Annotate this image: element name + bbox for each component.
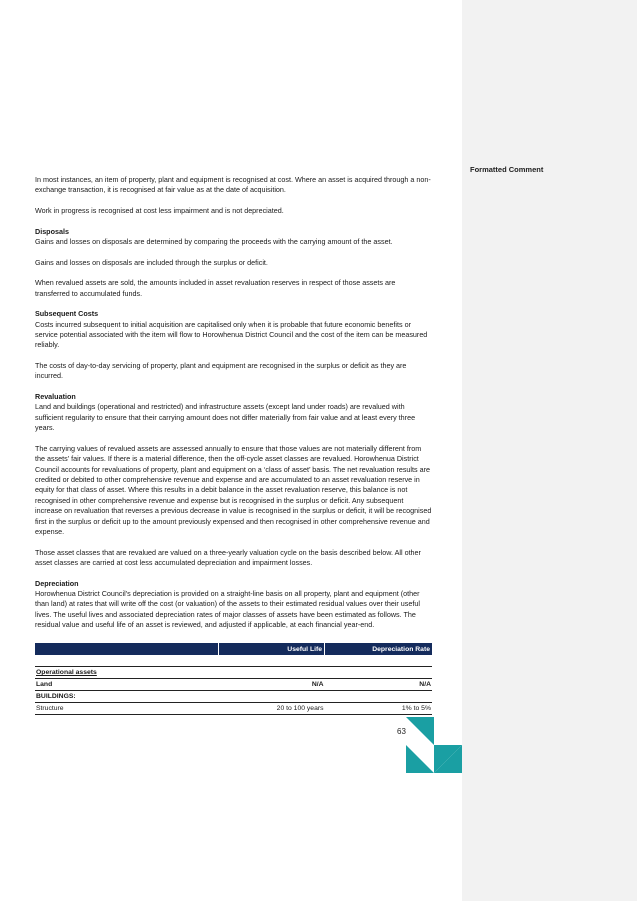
heading-subsequent-costs: Subsequent Costs [35, 309, 99, 319]
paragraph: Horowhenua District Council’s depreciati… [35, 589, 420, 630]
paragraph: Gains and losses on disposals are determ… [35, 237, 393, 246]
heading-revaluation: Revaluation [35, 392, 76, 401]
document-body: In most instances, an item of property, … [35, 175, 432, 641]
paragraph: Costs incurred subsequent to initial acq… [35, 319, 428, 350]
logo-triangle [434, 745, 462, 773]
paragraph: Work in progress is recognised at cost l… [35, 206, 284, 215]
row-depreciation-rate: N/A [324, 678, 432, 691]
section-operational-assets: Operational assets [35, 666, 219, 679]
table-row: BUILDINGS: [35, 690, 432, 703]
row-name: Structure [35, 702, 219, 715]
page-number: 63 [397, 727, 406, 736]
row-useful-life [218, 690, 325, 703]
logo-triangle [406, 717, 434, 745]
header-useful-life: Useful Life [218, 643, 326, 655]
paragraph: The costs of day-to-day servicing of pro… [35, 361, 407, 381]
council-logo-triangles [406, 717, 462, 773]
row-name: BUILDINGS: [35, 690, 219, 703]
paragraph: When revalued assets are sold, the amoun… [35, 278, 396, 298]
useful-life-table: Useful Life Depreciation Rate Operationa… [35, 643, 432, 715]
paragraph: In most instances, an item of property, … [35, 175, 431, 195]
header-name [35, 643, 219, 655]
paragraph: Those asset classes that are revalued ar… [35, 547, 421, 568]
table-row: Land N/A N/A [35, 678, 432, 691]
paragraph: Land and buildings (operational and rest… [35, 402, 416, 433]
comment-label: Formatted Comment [470, 165, 544, 174]
paragraph: Gains and losses on disposals are includ… [35, 257, 268, 267]
table-spacer-row [35, 655, 432, 667]
paragraph: The carrying values of revalued assets a… [35, 443, 432, 537]
table-header-row: Useful Life Depreciation Rate [35, 643, 432, 655]
heading-depreciation: Depreciation [35, 578, 79, 588]
row-name: Land [35, 678, 219, 691]
table-section-row: Operational assets [35, 666, 432, 679]
row-depreciation-rate: 1% to 5% [324, 702, 432, 715]
row-useful-life: N/A [218, 678, 325, 691]
heading-disposals: Disposals [35, 226, 69, 236]
row-depreciation-rate [324, 690, 432, 703]
table-row: Structure 20 to 100 years 1% to 5% [35, 702, 432, 715]
row-useful-life: 20 to 100 years [218, 702, 325, 715]
header-depreciation-rate: Depreciation Rate [324, 643, 432, 655]
comment-sidebar: Formatted Comment [462, 0, 637, 901]
logo-triangle [406, 745, 434, 773]
